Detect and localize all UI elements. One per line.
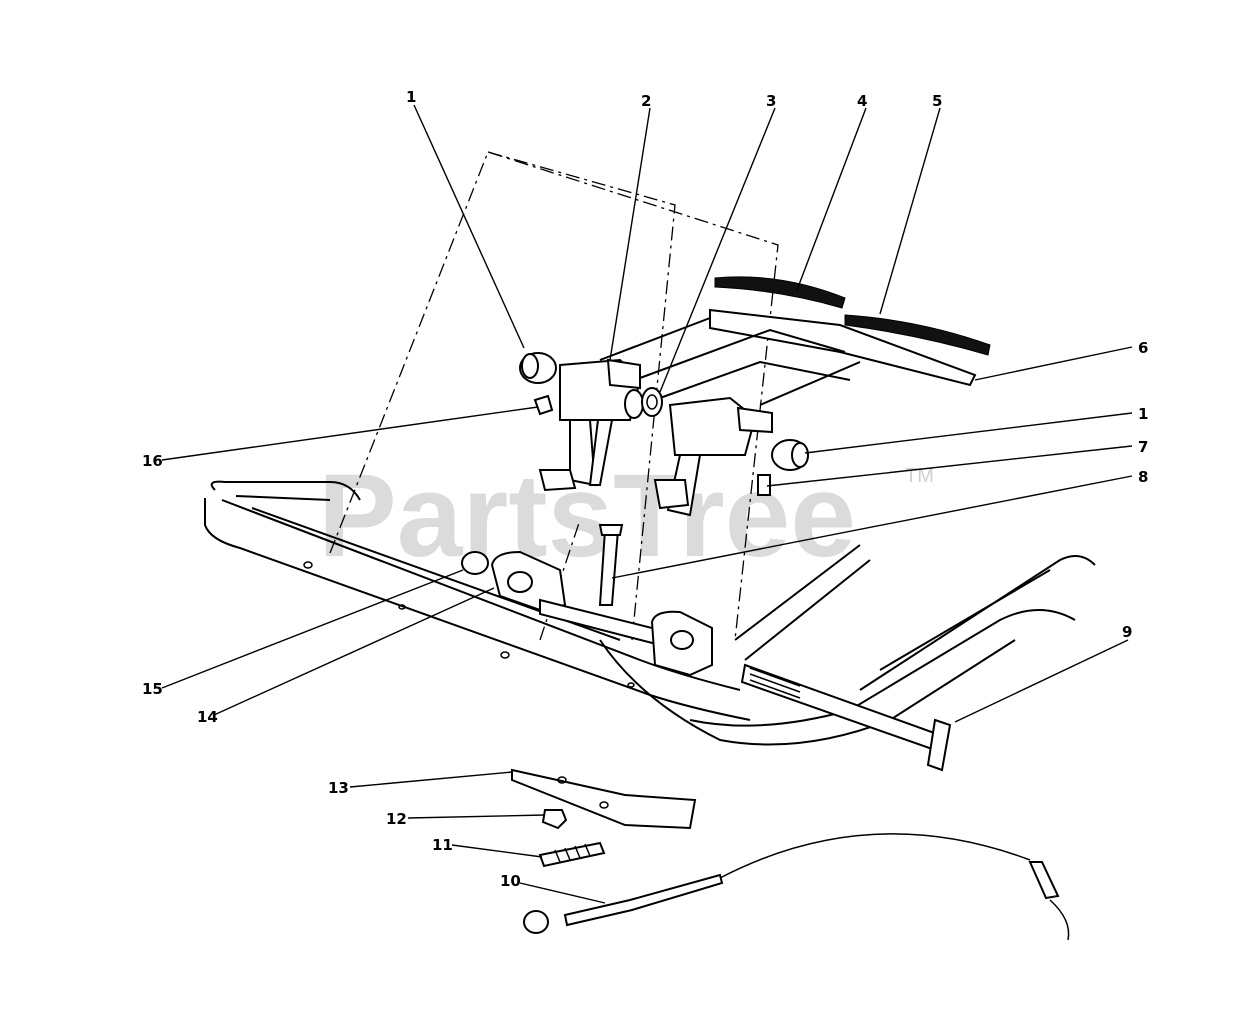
callout-12: 12	[386, 810, 407, 828]
callout-9: 9	[1122, 623, 1132, 641]
watermark: PartsTree TM	[318, 450, 934, 582]
callout-2: 2	[641, 92, 651, 110]
callout-4: 4	[857, 92, 867, 110]
leader-lines	[161, 104, 1133, 904]
callout-7: 7	[1138, 438, 1148, 456]
callout-10: 10	[500, 872, 521, 890]
shaft-9	[740, 663, 952, 772]
bushings	[519, 352, 809, 471]
callout-11: 11	[432, 836, 453, 854]
seat-brackets-2	[538, 358, 773, 517]
callout-3: 3	[766, 92, 776, 110]
fittings	[533, 394, 771, 496]
callout-1-right: 1	[1138, 405, 1148, 423]
callout-13: 13	[328, 779, 349, 797]
callout-14: 14	[197, 708, 218, 726]
callout-8: 8	[1138, 468, 1148, 486]
rubber-pads-4-5	[714, 276, 991, 356]
pivot-bracket-14	[461, 524, 713, 677]
callout-15: 15	[142, 680, 163, 698]
callout-5: 5	[932, 92, 942, 110]
seat-springs-6	[599, 308, 977, 406]
callout-1-top: 1	[406, 88, 416, 106]
callout-labels: 1 2 3 4 5 6 1 7 8 9 16 15 14 13 12 11 10	[142, 88, 1148, 890]
callout-6: 6	[1138, 339, 1148, 357]
callout-16: 16	[142, 452, 163, 470]
lower-assembly	[511, 768, 1070, 941]
